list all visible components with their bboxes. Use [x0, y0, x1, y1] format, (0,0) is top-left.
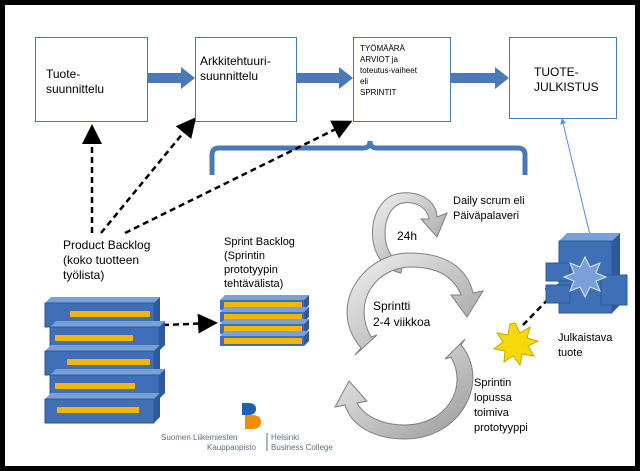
tyomaara-label: TYÖMÄÄRÄ ARVIOT ja toteutus-vaiheet eli …: [360, 44, 417, 97]
college-logo-icon: [242, 403, 261, 429]
box-tyomaara-arviot: TYÖMÄÄRÄ ARVIOT ja toteutus-vaiheet eli …: [353, 37, 451, 122]
sprint-brace: [209, 140, 528, 175]
diagram-graphics: [44, 67, 628, 451]
sprint-cycle: [334, 252, 485, 440]
released-product-block: [545, 233, 628, 314]
prototyyppi-label: Sprintin lopussa toimiva prototyyppi: [474, 377, 528, 434]
tuotesuunnittelu-label: Tuote- suunnittelu: [46, 67, 105, 96]
box-tuotesuunnittelu: Tuote- suunnittelu: [35, 37, 148, 122]
sprint-backlog-stack: [220, 295, 309, 346]
dashed-arrow-to-tyomaara: [124, 120, 353, 235]
logo-text-right-2: Business College: [271, 443, 333, 452]
process-arrow-1: [148, 67, 195, 89]
logo-text-left-2: Kauppaopisto: [207, 443, 256, 452]
sprint-backlog-label: Sprint Backlog (Sprintin prototyypin teh…: [224, 236, 295, 290]
box-arkkitehtuurisuunnittelu: Arkkitehtuuri- suunnittelu: [195, 37, 297, 122]
logo-text-right-1: Helsinki: [271, 433, 300, 442]
slide: Tuote- suunnittelu Arkkitehtuuri- suunni…: [5, 5, 635, 466]
logo-text-left-1: Suomen Liikemiesten: [161, 433, 238, 442]
product-backlog-stack: [44, 297, 165, 424]
julkaistava-tuote-label: Julkaistava tuote: [558, 332, 613, 359]
dashed-arrow-to-arkkitehtuuri: [100, 117, 197, 234]
hours-label: 24h: [397, 229, 418, 243]
prototype-starburst-icon: [492, 322, 540, 367]
process-arrow-2: [297, 67, 353, 89]
daily-scrum-cycle: [372, 192, 448, 274]
tuote-julkistus-label: TUOTE- JULKISTUS: [534, 65, 599, 94]
box-tuote-julkistus: TUOTE- JULKISTUS: [509, 37, 617, 119]
process-arrow-3: [451, 67, 509, 89]
dashed-arrow-to-sprint-backlog: [162, 313, 218, 334]
daily-scrum-label: Daily scrum eli Päiväpalaveri: [453, 195, 525, 222]
release-connector-line: [560, 118, 591, 236]
product-backlog-label: Product Backlog (koko tuotteen työlista): [63, 238, 151, 282]
sprintti-label: Sprintti 2-4 viikkoa: [373, 299, 431, 329]
arkkitehtuuri-label: Arkkitehtuuri- suunnittelu: [200, 54, 271, 83]
